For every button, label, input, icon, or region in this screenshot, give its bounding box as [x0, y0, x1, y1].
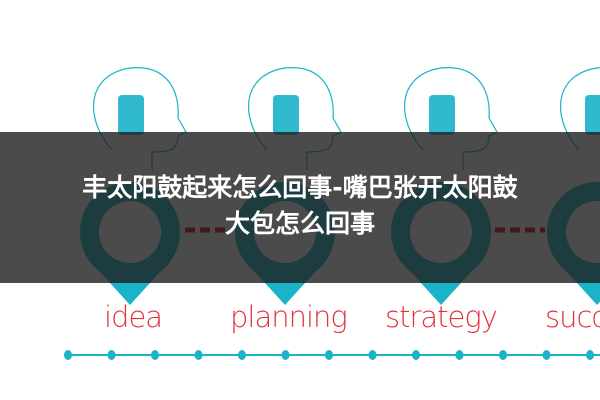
timeline-dot: [412, 350, 420, 360]
timeline-dot: [281, 350, 290, 360]
title-line-2: 大包怎么回事: [224, 209, 375, 238]
timeline-dot: [151, 350, 159, 360]
timeline-dot: [586, 350, 594, 360]
stage-label-strategy: strategy: [385, 300, 498, 334]
timeline-dot: [368, 350, 377, 360]
title-overlay: [0, 132, 600, 283]
stage-label-idea: idea: [104, 300, 163, 334]
page-title: 丰太阳鼓起来怎么回事-嘴巴张开太阳鼓 大包怎么回事: [0, 170, 600, 242]
lightbulb-icon: [118, 95, 144, 135]
stage-label-succ: succ: [545, 300, 600, 334]
timeline-dot: [499, 350, 507, 360]
timeline-dot: [107, 350, 116, 360]
chess-pieces-icon: [429, 95, 455, 135]
timeline-dot: [64, 350, 72, 360]
title-line-1: 丰太阳鼓起来怎么回事-嘴巴张开太阳鼓: [82, 173, 518, 202]
timeline-dot: [542, 350, 551, 360]
handshake-icon: [585, 95, 600, 135]
timeline-dot: [194, 350, 203, 360]
timeline-dot: [325, 350, 333, 360]
stage-label-planning: planning: [230, 300, 348, 334]
head-outline: [560, 67, 600, 151]
timeline-dot: [455, 350, 464, 360]
document-chart-icon: [273, 95, 299, 135]
timeline-dot: [238, 350, 246, 360]
